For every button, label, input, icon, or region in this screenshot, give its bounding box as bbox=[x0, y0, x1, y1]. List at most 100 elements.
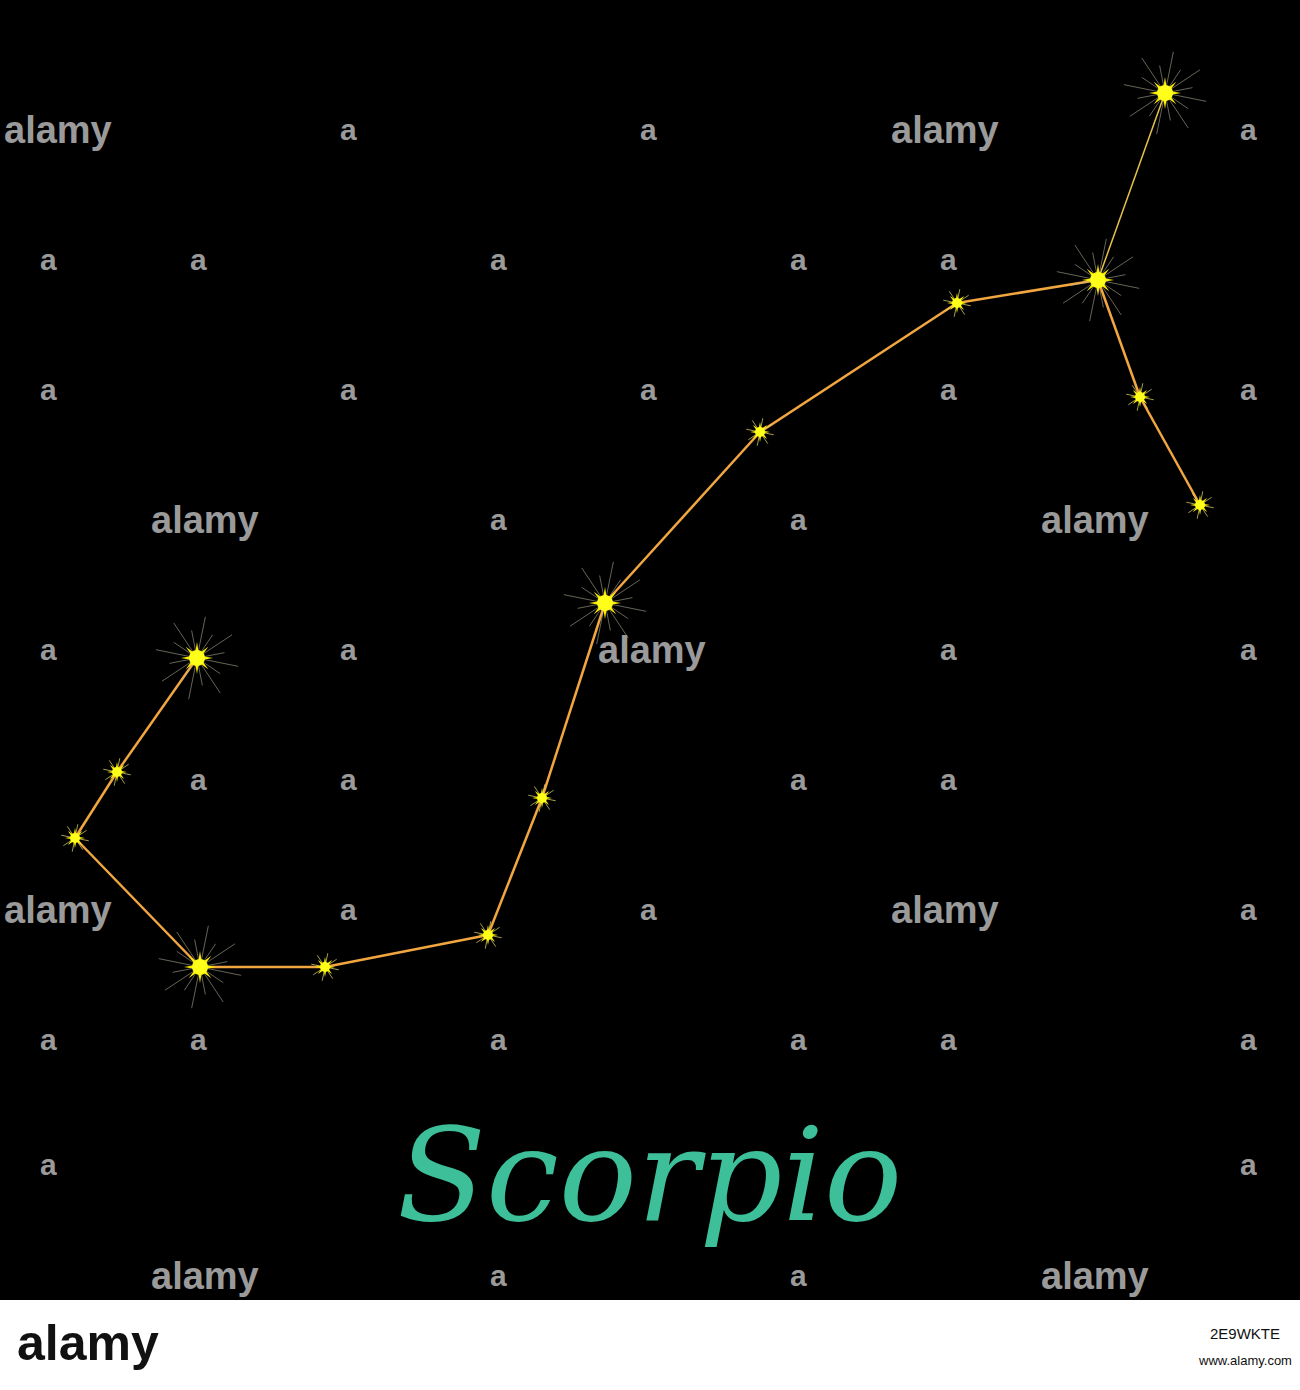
watermark: alamy bbox=[891, 891, 999, 929]
star-spark bbox=[478, 925, 498, 945]
star bbox=[156, 617, 238, 699]
star-spark bbox=[315, 957, 335, 977]
constellation-line bbox=[760, 303, 957, 432]
constellation-line bbox=[75, 772, 117, 838]
constellation-line bbox=[1140, 397, 1200, 505]
watermark: a bbox=[490, 1261, 507, 1291]
star bbox=[103, 758, 130, 785]
watermark: a bbox=[940, 375, 957, 405]
watermark: alamy bbox=[891, 111, 999, 149]
star-core bbox=[320, 962, 330, 972]
watermark: a bbox=[490, 1025, 507, 1055]
watermark: a bbox=[40, 1150, 57, 1180]
star bbox=[528, 784, 555, 811]
constellation-line bbox=[1098, 280, 1140, 397]
star bbox=[1124, 52, 1206, 134]
watermark: a bbox=[340, 115, 357, 145]
star-spark bbox=[1130, 387, 1150, 407]
watermark: a bbox=[940, 765, 957, 795]
constellation-line bbox=[200, 966, 325, 969]
star-core bbox=[537, 793, 547, 803]
star-core bbox=[1090, 272, 1106, 288]
watermark: a bbox=[790, 765, 807, 795]
watermark: a bbox=[790, 1261, 807, 1291]
star bbox=[474, 921, 501, 948]
watermark: a bbox=[40, 375, 57, 405]
watermark: a bbox=[1240, 895, 1257, 925]
watermark: alamy bbox=[151, 501, 259, 539]
watermark: a bbox=[190, 245, 207, 275]
constellation-line bbox=[542, 603, 605, 798]
footer-text: alamy bbox=[17, 1318, 159, 1368]
star-core bbox=[1157, 85, 1173, 101]
watermark: a bbox=[1240, 1025, 1257, 1055]
watermark: alamy bbox=[4, 891, 112, 929]
star bbox=[159, 926, 241, 1008]
star-core bbox=[952, 298, 962, 308]
watermark: alamy bbox=[4, 111, 112, 149]
footer-strip bbox=[0, 1300, 1300, 1390]
star-spark bbox=[181, 642, 213, 674]
watermark: a bbox=[640, 895, 657, 925]
star-core bbox=[1195, 500, 1205, 510]
star-spark bbox=[65, 828, 85, 848]
watermark: a bbox=[340, 895, 357, 925]
watermark: alamy bbox=[598, 631, 706, 669]
watermark: a bbox=[940, 245, 957, 275]
watermark: a bbox=[640, 375, 657, 405]
star bbox=[746, 418, 773, 445]
watermark: a bbox=[1240, 635, 1257, 665]
watermark: a bbox=[40, 245, 57, 275]
watermark: a bbox=[790, 245, 807, 275]
star bbox=[943, 289, 970, 316]
star-core bbox=[597, 595, 613, 611]
star-spark bbox=[184, 951, 216, 983]
watermark: a bbox=[190, 765, 207, 795]
constellation-line bbox=[488, 798, 542, 935]
constellation-line bbox=[117, 658, 197, 772]
constellation-lines bbox=[75, 93, 1200, 967]
watermark: a bbox=[190, 1025, 207, 1055]
watermark: a bbox=[40, 1025, 57, 1055]
star bbox=[1186, 491, 1213, 518]
constellation-line bbox=[325, 935, 488, 967]
star-core bbox=[483, 930, 493, 940]
star bbox=[311, 953, 338, 980]
star-spark bbox=[107, 762, 127, 782]
watermark: a bbox=[1240, 1150, 1257, 1180]
watermark: a bbox=[490, 245, 507, 275]
watermark: alamy bbox=[1041, 1257, 1149, 1295]
star-spark bbox=[1190, 495, 1210, 515]
watermark: a bbox=[940, 635, 957, 665]
constellation-line bbox=[1098, 93, 1165, 280]
star bbox=[1057, 239, 1139, 321]
star-core bbox=[192, 959, 208, 975]
watermark: a bbox=[340, 375, 357, 405]
constellation-line bbox=[605, 432, 760, 603]
watermark: a bbox=[640, 115, 657, 145]
watermark: a bbox=[40, 635, 57, 665]
star-spark bbox=[1149, 77, 1181, 109]
star-core bbox=[189, 650, 205, 666]
watermark: a bbox=[790, 505, 807, 535]
star bbox=[61, 824, 88, 851]
star-core bbox=[70, 833, 80, 843]
watermark: a bbox=[340, 635, 357, 665]
star-spark bbox=[947, 293, 967, 313]
star-spark bbox=[589, 587, 621, 619]
star-spark bbox=[1082, 264, 1114, 296]
title: Scorpio bbox=[397, 1110, 902, 1240]
watermark: a bbox=[940, 1025, 957, 1055]
star-spark bbox=[532, 788, 552, 808]
watermark: a bbox=[490, 505, 507, 535]
footer-text: 2E9WKTE bbox=[1210, 1326, 1280, 1341]
star-spark bbox=[750, 422, 770, 442]
watermark: a bbox=[790, 1025, 807, 1055]
star-core bbox=[1135, 392, 1145, 402]
watermark: a bbox=[1240, 115, 1257, 145]
watermark: a bbox=[340, 765, 357, 795]
constellation-line bbox=[957, 280, 1098, 303]
footer-text: www.alamy.com bbox=[1199, 1354, 1292, 1367]
watermark: alamy bbox=[151, 1257, 259, 1295]
